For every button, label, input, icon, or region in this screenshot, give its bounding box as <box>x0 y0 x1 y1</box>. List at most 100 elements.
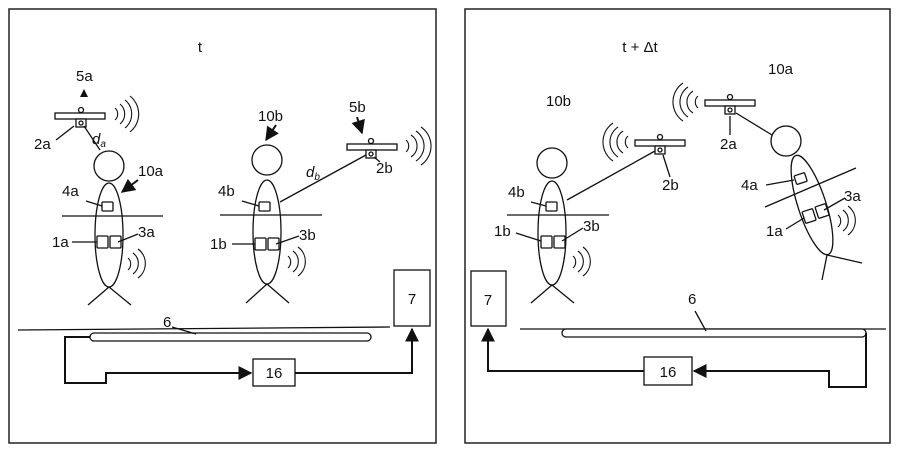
left-processor-to-output-arrow <box>295 327 419 374</box>
left-person-a-leg-left <box>87 286 110 306</box>
left-processor-label: 16 <box>266 365 283 382</box>
right-processor-to-output-arrow <box>481 327 644 372</box>
left-person-a-lower-right-leader <box>117 233 139 243</box>
right-panel: t + Δt 10b 4b 1b 3b 2b <box>464 8 891 444</box>
left-sensor-a-arrow-icon <box>80 89 88 97</box>
right-camera-b-lens-icon <box>657 147 663 153</box>
right-person-b-lower-left-leader <box>515 232 542 242</box>
left-person-b-signal-icon <box>287 246 306 277</box>
left-distance-b-line <box>279 154 367 203</box>
left-panel-frame <box>8 8 437 444</box>
right-floor-leader <box>694 310 707 332</box>
left-floor-system: 6 7 16 <box>17 269 431 387</box>
right-person-b-leg-left <box>530 284 553 304</box>
right-person-a-leg-right <box>826 254 863 264</box>
right-person-b-upper-label: 4b <box>508 184 525 201</box>
right-floor-system: 6 7 16 <box>470 270 886 388</box>
right-distance-a-line <box>735 112 773 136</box>
right-person-b: 10b 4b 1b 3b <box>494 93 609 304</box>
left-sensor-b-signal-icon <box>405 126 432 166</box>
right-camera-b-leader <box>662 154 671 178</box>
right-person-b-leg-right <box>551 284 575 304</box>
right-sensor-b-signal-icon <box>602 122 629 162</box>
left-sensor-b-label: 5b <box>349 99 366 116</box>
right-processor-box <box>643 356 693 386</box>
right-sensor-b: 2b <box>566 122 686 201</box>
left-sensor-a-bar <box>54 112 106 120</box>
right-person-a-lower-left-sensor <box>801 208 817 224</box>
left-person-b-lower-left-sensor <box>254 237 267 251</box>
left-person-a-upper-label: 4a <box>62 183 79 200</box>
left-distance-b-symbol: d <box>306 164 315 181</box>
right-person-b-upper-leader <box>530 201 547 207</box>
left-distance-b-subscript: b <box>314 172 320 183</box>
right-person-a-lower-left-leader <box>785 217 805 230</box>
left-ground-line <box>17 326 391 331</box>
left-output-label: 7 <box>408 291 416 308</box>
right-person-b-signal-icon <box>572 246 591 277</box>
left-sensor-b-bar <box>346 143 398 151</box>
right-person-a-lower-right-leader <box>823 197 846 211</box>
left-time-label: t <box>198 39 203 56</box>
right-person-b-lower-right-leader <box>561 227 584 242</box>
left-distance-a-subscript: a <box>100 139 106 150</box>
left-person-a-lower-left-sensor <box>96 235 109 249</box>
right-person-b-lower-right-sensor <box>553 235 566 249</box>
left-person-a-head <box>93 150 125 182</box>
left-person-b-lower-left-label: 1b <box>210 236 227 253</box>
left-camera-a-icon <box>75 118 87 128</box>
left-camera-b-icon <box>365 149 377 159</box>
left-person-a-lower-left-label: 1a <box>52 234 69 251</box>
left-camera-b-label: 2b <box>376 160 393 177</box>
left-floor-sensor <box>89 332 372 342</box>
left-person-b-leg-left <box>245 283 268 304</box>
left-output-box <box>393 269 431 327</box>
left-person-a-lower-right-label: 3a <box>138 224 155 241</box>
right-person-a-signal-icon <box>837 205 856 236</box>
right-camera-a-lens-icon <box>727 107 733 113</box>
right-camera-b-label: 2b <box>662 177 679 194</box>
right-person-a-lower-left-label: 1a <box>766 223 783 240</box>
left-floor-label: 6 <box>163 314 171 331</box>
right-processor-label: 16 <box>660 364 677 381</box>
left-camera-a-lens-icon <box>78 120 84 126</box>
right-person-b-label: 10b <box>546 93 571 110</box>
left-person-a-lower-right-sensor <box>109 235 122 249</box>
right-person-b-lower-left-sensor <box>540 235 553 249</box>
left-camera-a-label: 2a <box>34 136 51 153</box>
left-person-a-upper-sensor <box>101 201 114 212</box>
left-person-b: 10b 4b 1b 3b <box>210 108 322 304</box>
right-person-b-lower-right-label: 3b <box>583 218 600 235</box>
right-camera-b-icon <box>654 145 666 155</box>
left-distance-b-label: db <box>306 164 320 183</box>
left-sensor-a: 5a 2a da <box>34 68 140 153</box>
left-floor-to-processor-arrow <box>64 336 253 384</box>
left-panel: t 5a 2a da 10a 4a <box>8 8 437 444</box>
left-person-a: 10a 4a 1a 3a <box>52 150 164 306</box>
left-person-a-label: 10a <box>138 163 164 180</box>
right-person-a-upper-label: 4a <box>741 177 758 194</box>
left-person-b-upper-label: 4b <box>218 183 235 200</box>
left-person-b-head <box>251 144 283 176</box>
left-person-b-upper-leader <box>241 200 260 207</box>
left-distance-a-symbol: d <box>92 131 101 148</box>
right-person-b-head <box>536 147 568 179</box>
right-time-label: t + Δt <box>622 39 658 56</box>
left-person-b-lower-right-label: 3b <box>299 227 316 244</box>
left-sensor-b-arrow <box>351 116 365 135</box>
right-person-a-leg-left <box>821 254 828 281</box>
right-person-a-body <box>790 154 834 256</box>
right-sensor-b-bar <box>634 139 686 147</box>
left-person-b-lower-right-leader <box>275 235 300 245</box>
right-person-b-lower-left-label: 1b <box>494 223 511 240</box>
right-camera-a-icon <box>724 105 736 115</box>
left-sensor-a-signal-icon <box>114 95 140 133</box>
left-floor-leader <box>171 326 197 335</box>
right-person-a-waistline <box>764 167 857 208</box>
right-sensor-a: 2a 10a <box>672 61 794 153</box>
left-sensor-a-label: 5a <box>76 68 93 85</box>
left-person-b-label: 10b <box>258 108 283 125</box>
right-floor-to-processor-arrow <box>692 333 867 388</box>
right-sensor-a-bar <box>704 99 756 107</box>
